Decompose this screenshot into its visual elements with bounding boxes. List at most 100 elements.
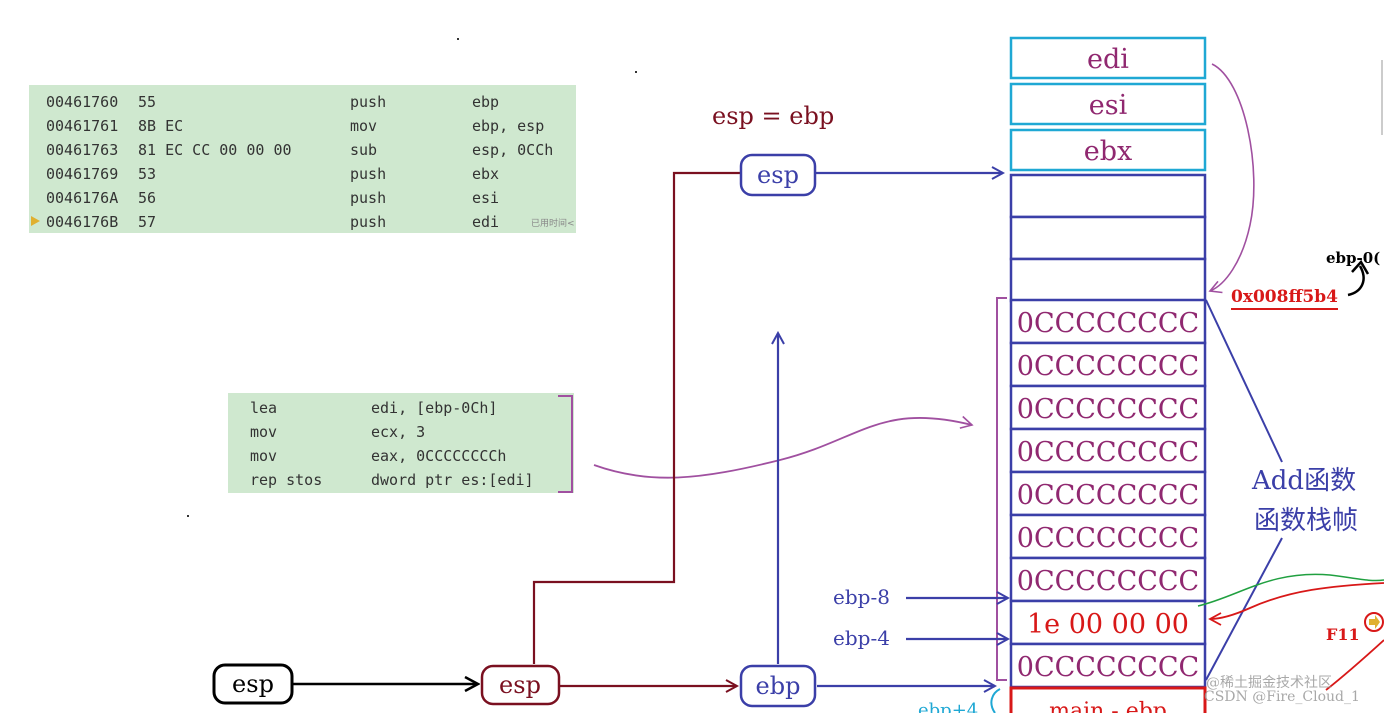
ebp-minus-8-label: ebp-8 [833, 585, 890, 609]
asm-bytes: 55 [138, 93, 157, 111]
f11-label: F11 [1326, 625, 1360, 644]
asm-addr: 00461763 [46, 141, 119, 159]
asm-op: mov [250, 423, 278, 441]
ebp-plus-4-label: ebp+4 [918, 700, 978, 713]
asm-bytes: 56 [138, 189, 157, 207]
address-curl-arrowhead [1351, 259, 1370, 275]
edi-to-address-curve [1208, 63, 1255, 294]
asm-args: ebp [472, 93, 500, 111]
asm-op: mov [350, 117, 378, 135]
stack-cell-label: 1e 00 00 00 [1027, 609, 1189, 640]
current-instruction-arrow-icon [31, 216, 40, 226]
stack-cell-label: 0CCCCCCCC [1017, 308, 1199, 339]
asm-row: mov ecx, 3 [228, 420, 558, 444]
disassembly-panel-prologue: 00461760 55 push ebp 00461761 8B EC mov ebp, es… [29, 85, 576, 233]
asm-op: push [350, 165, 387, 183]
asm-row: 00461761 8B EC mov ebp, esp [29, 114, 576, 138]
stack-cell-label: 0CCCCCCCC [1017, 351, 1199, 382]
stack-cell-empty [1009, 173, 1207, 219]
asm-args: ebp, esp [472, 117, 545, 135]
frame-line-upper [1205, 299, 1283, 463]
stack-cell-saved-register [1009, 128, 1207, 172]
esp-mid-box [480, 664, 561, 706]
asm-bytes: 53 [138, 165, 157, 183]
asm-args: edi, [ebp-0Ch] [371, 399, 498, 417]
asm-op: push [350, 93, 387, 111]
asm-args: esp, 0CCh [472, 141, 554, 159]
red-curve-f11 [1325, 639, 1384, 691]
green-curve [1197, 573, 1384, 607]
stack-cell-main-ebp [1009, 686, 1207, 713]
ebp-minus-4-label: ebp-4 [833, 626, 890, 650]
asm-op: rep stos [250, 471, 323, 489]
asm-addr: 0046176B [46, 213, 119, 231]
add-frame-label-line1: Add函数 [1251, 466, 1356, 496]
asm-row: 0046176A 56 push esi [29, 186, 576, 210]
esp-left-box [212, 663, 294, 705]
stack-cell-empty [1009, 215, 1207, 261]
cc-region-bracket [996, 297, 1007, 681]
init-code-bracket [558, 395, 573, 493]
asm-addr: 00461760 [46, 93, 119, 111]
stack-cell-label: ebx [1084, 136, 1133, 167]
stack-cell-value [1009, 556, 1207, 603]
stack-cell-value [1009, 384, 1207, 431]
asm-args: eax, 0CCCCCCCCh [371, 447, 507, 465]
stack-cell-value [1009, 298, 1207, 345]
stack-cell-label: 0CCCCCCCC [1017, 437, 1199, 468]
add-frame-label-line2: 函数栈帧 [1254, 506, 1358, 536]
esp-top-box [739, 153, 817, 197]
asm-args: ecx, 3 [371, 423, 426, 441]
stack-cell-label: 0CCCCCCCC [1017, 523, 1199, 554]
watermark-line1: @稀土掘金技术社区 [1206, 675, 1332, 691]
asm-op: push [350, 213, 387, 231]
asm-op: sub [350, 141, 378, 159]
stray-dot [457, 38, 459, 40]
stray-dot [635, 71, 637, 73]
esp-move-path [532, 171, 741, 664]
asm-bytes: 57 [138, 213, 157, 231]
ebp-plus-4-arc [990, 688, 1001, 713]
stack-cell-label: main - ebp [1049, 699, 1167, 713]
asm-addr: 00461761 [46, 117, 119, 135]
stack-cell-label: 0CCCCCCCC [1017, 566, 1199, 597]
stack-cell-value [1009, 470, 1207, 517]
stack-cell-saved-register [1009, 82, 1207, 126]
ebp-label: ebp [756, 672, 801, 700]
stack-cell-saved-register [1009, 36, 1207, 80]
watermark-line2: CSDN @Fire_Cloud_1 [1204, 689, 1360, 705]
stray-dot [187, 515, 189, 517]
esp-left-label: esp [232, 670, 274, 698]
stack-cell-value [1009, 513, 1207, 560]
elapsed-time-hint: 已用时间< [531, 219, 575, 229]
address-curl-arrow [1347, 265, 1365, 297]
asm-bytes: 8B EC [138, 117, 184, 135]
stack-cell-label: 0CCCCCCCC [1017, 394, 1199, 425]
asm-row: 00461760 55 push ebp [29, 90, 576, 114]
stack-column: ediesiebx0CCCCCCCC0CCCCCCCC0CCCCCCCC0CCC… [1009, 36, 1207, 713]
asm-row: mov eax, 0CCCCCCCCh [228, 444, 558, 468]
asm-op: push [350, 189, 387, 207]
stack-cell-label: 0CCCCCCCC [1017, 652, 1199, 683]
esp-mid-label: esp [499, 671, 541, 699]
esp-top-label: esp [757, 161, 799, 189]
stack-cell-empty [1009, 257, 1207, 303]
stack-cell-label: 0CCCCCCCC [1017, 480, 1199, 511]
esp-equals-ebp-label: esp = ebp [712, 102, 834, 130]
init-to-stack-curve [593, 415, 974, 479]
asm-op: mov [250, 447, 278, 465]
asm-addr: 0046176A [46, 189, 119, 207]
asm-args: esi [472, 189, 500, 207]
stack-cell-label: edi [1087, 44, 1129, 75]
asm-args: dword ptr es:[edi] [371, 471, 534, 489]
asm-addr: 00461769 [46, 165, 119, 183]
breakpoint-arrow-icon [1369, 615, 1380, 629]
asm-row: rep stos dword ptr es:[edi] [228, 468, 558, 492]
